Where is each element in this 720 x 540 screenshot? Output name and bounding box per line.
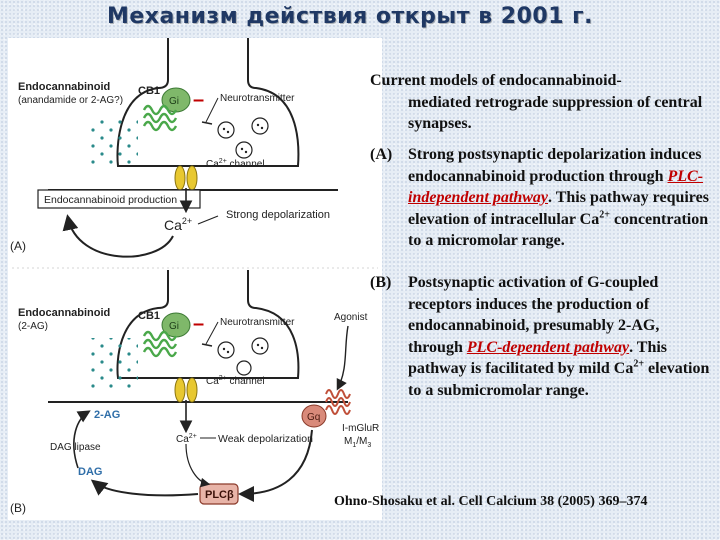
panel-a: Gi – CB1 Neurotransmitter Endocannabinoi…: [10, 38, 338, 258]
heading: Current models of endocannabinoid- media…: [370, 70, 710, 135]
gi-label: Gi: [169, 96, 179, 107]
production-box-label: Endocannabinoid production: [44, 194, 177, 206]
gq-to-plc-arrow: [238, 429, 313, 502]
inhibition-minus: –: [193, 89, 204, 111]
vesicles-b: [217, 337, 269, 376]
neurotransmitter-label: Neurotransmitter: [220, 93, 295, 104]
mglur-label: I-mGluR: [342, 423, 379, 434]
ca-channel-label: Ca2+ channel: [206, 158, 265, 170]
plc-label: PLCβ: [205, 489, 234, 501]
dag-lipase-label: DAG lipase: [50, 442, 101, 453]
plc-independent-term: PLC-independent pathway: [408, 167, 704, 207]
two-ag-arrow: [73, 410, 91, 469]
production-box: [37, 189, 201, 209]
ca2-label-b: Ca2+: [176, 433, 197, 445]
plc-box: [199, 483, 239, 505]
endocannabinoid-label: Endocannabinoid: [18, 81, 110, 93]
slide-title: Механизм действия открыт в 2001 г.: [106, 4, 594, 29]
presynaptic-terminal-b: [116, 270, 300, 379]
mglur-receptor: [325, 389, 351, 415]
agonist-arrow: [336, 325, 349, 391]
item-a-body: Strong postsynaptic depolarization induc…: [408, 146, 709, 249]
heading-line1: Current models of endocannabinoid-: [370, 72, 622, 89]
item-b-body: Postsynaptic activation of G-coupled rec…: [408, 274, 710, 399]
vesicles-a: [217, 117, 269, 159]
agonist-label: Agonist: [334, 312, 368, 323]
panel-b-label: (B): [10, 501, 26, 515]
two-ag-label: 2-AG: [94, 409, 120, 421]
cb1-receptor-a: [142, 104, 178, 132]
weak-depolarization-label: Weak depolarization: [218, 433, 313, 445]
endocannabinoid-dots-a: [88, 118, 138, 168]
neurotransmitter-label: Neurotransmitter: [220, 317, 295, 328]
weak-depol-to-plc-arrow: [185, 443, 211, 488]
ca-channel-label: Ca2+ channel: [206, 375, 265, 387]
dag-label: DAG: [78, 466, 102, 478]
plc-dependent-term: PLC-dependent pathway: [466, 338, 630, 356]
cb1-label: CB1: [138, 310, 160, 322]
gq-label: Gq: [307, 412, 320, 423]
item-a-label: (A): [370, 146, 393, 163]
pathway-figure: Gi – CB1 Neurotransmitter Endocannabinoi…: [8, 38, 382, 520]
endocannabinoid-label: Endocannabinoid: [18, 307, 110, 319]
heading-rest: mediated retrograde suppression of centr…: [408, 93, 703, 133]
ca2-label-a: Ca2+: [164, 216, 192, 233]
panel-a-label: (A): [10, 239, 26, 253]
m1-m3-label: M1/M3: [344, 436, 371, 449]
item-b: (B) Postsynaptic activation of G-coupled…: [370, 272, 715, 401]
strong-depolarization-label: Strong depolarization: [226, 209, 330, 221]
item-b-label: (B): [370, 274, 392, 291]
endocannabinoid-dots-b: [88, 338, 138, 388]
calcium-channel-a: [174, 165, 186, 191]
inhibition-minus: –: [193, 313, 204, 335]
feedback-arrow-a: [62, 214, 174, 258]
presynaptic-terminal-a: [116, 38, 300, 167]
gi-label: Gi: [169, 321, 179, 332]
plc-to-dag-arrow: [90, 479, 199, 497]
endocannabinoid-sub: (2-AG): [18, 321, 48, 332]
gq-protein: [301, 404, 327, 428]
panel-b: Gi – CB1 Neurotransmitter Endocannabinoi…: [10, 270, 379, 515]
cb1-receptor-b: [142, 330, 178, 358]
endocannabinoid-sub: (anandamide or 2-AG?): [18, 95, 123, 106]
cb1-label: CB1: [138, 85, 160, 97]
item-a: (A) Strong postsynaptic depolarization i…: [370, 144, 715, 252]
citation: Ohno-Shosaku et al. Cell Calcium 38 (200…: [334, 494, 648, 509]
calcium-channel-b: [174, 377, 186, 403]
